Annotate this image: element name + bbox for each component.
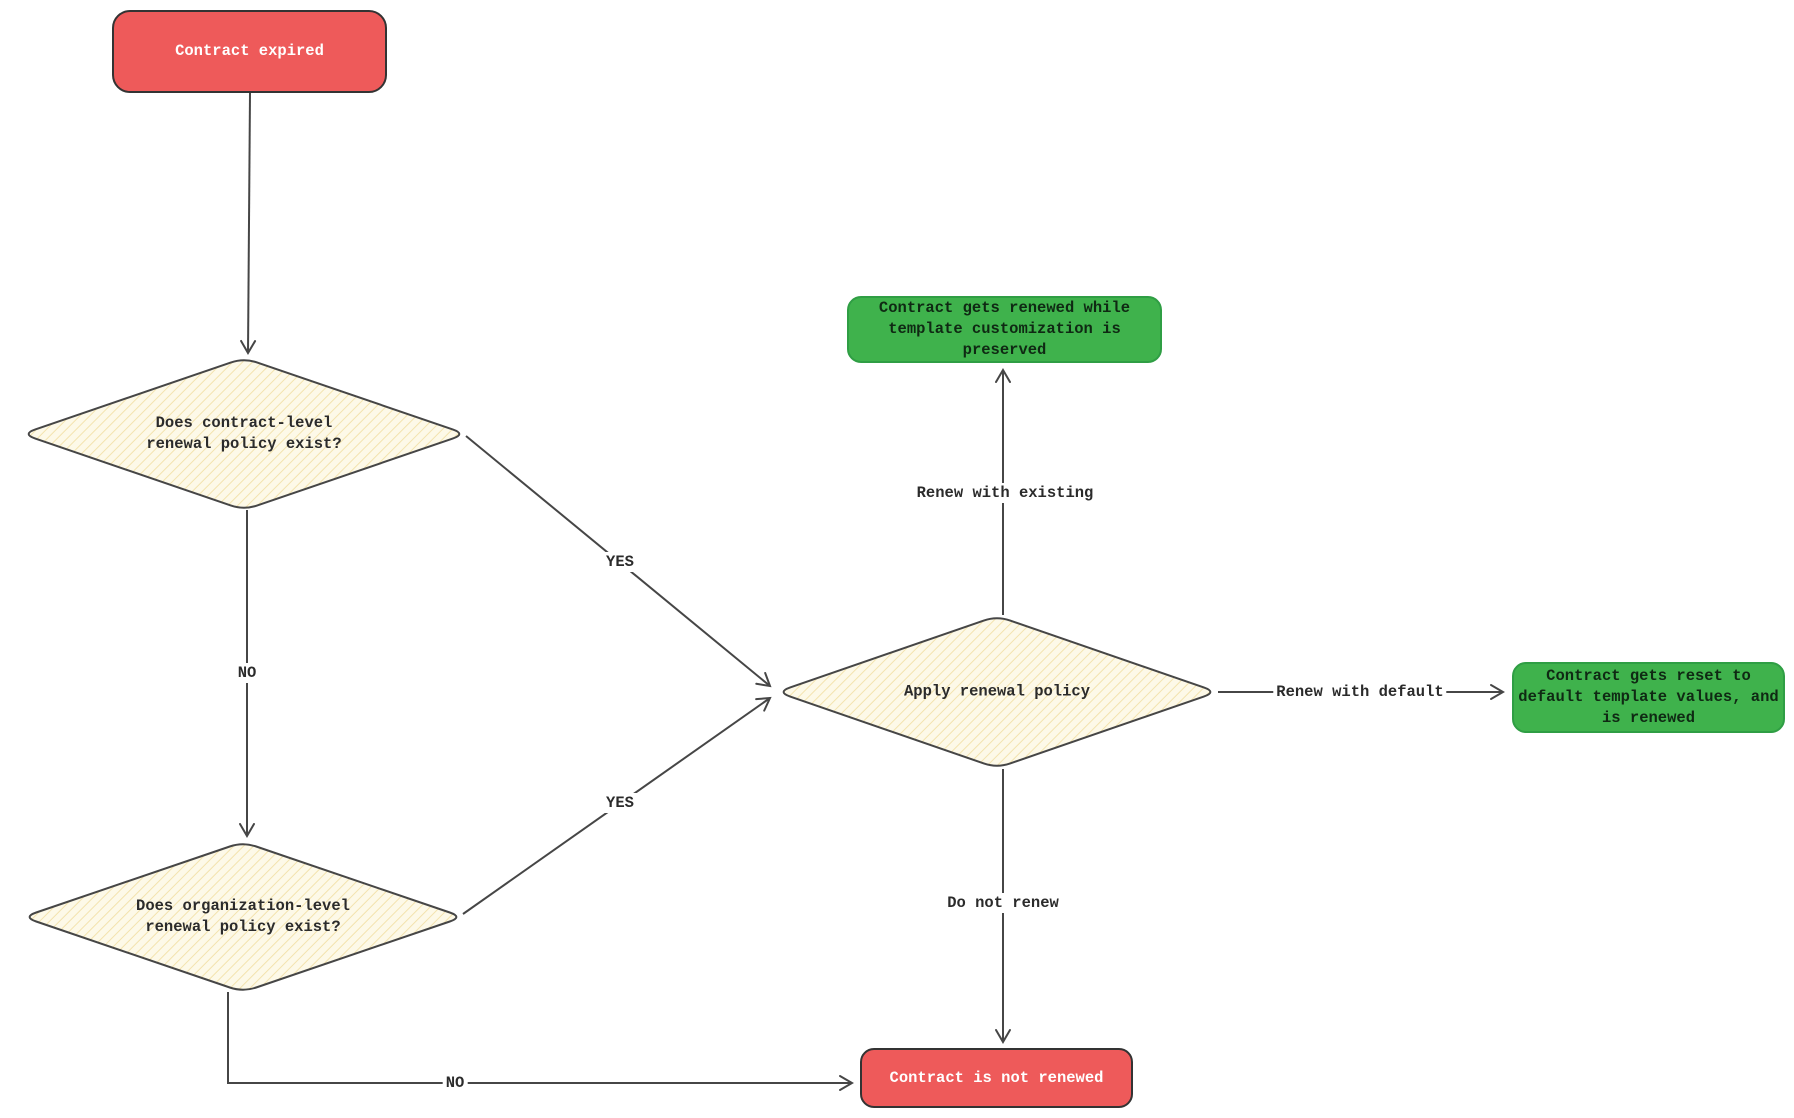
- edge-label-no-contract-policy: NO: [234, 663, 260, 683]
- apply-policy-diamond-shape: [782, 617, 1212, 767]
- edge-label-renew-with-default: Renew with default: [1273, 682, 1447, 702]
- node-renewed-with-customization: Contract gets renewed while template cus…: [847, 296, 1162, 363]
- node-reset-to-default-label: Contract gets reset to default template …: [1518, 667, 1779, 727]
- node-not-renewed: Contract is not renewed: [860, 1048, 1133, 1108]
- edge-label-yes-org-policy: YES: [603, 793, 637, 813]
- node-not-renewed-label: Contract is not renewed: [889, 1068, 1104, 1087]
- org-policy-diamond-shape: [28, 843, 458, 991]
- edge-start-to-contract-policy: [240, 92, 257, 355]
- edge-label-do-not-renew: Do not renew: [944, 893, 1062, 913]
- edge-label-yes-contract-policy: YES: [603, 552, 637, 572]
- node-contract-expired: Contract expired: [112, 10, 387, 93]
- contract-policy-diamond-shape: [27, 359, 461, 509]
- node-renewed-with-customization-label: Contract gets renewed while template cus…: [878, 299, 1131, 359]
- node-apply-policy-label: Apply renewal policy: [903, 682, 1091, 701]
- edge-label-no-org-policy: NO: [442, 1073, 468, 1093]
- node-reset-to-default: Contract gets reset to default template …: [1512, 662, 1785, 733]
- edge-org-policy-no: [227, 992, 854, 1091]
- edge-label-renew-with-existing: Renew with existing: [913, 483, 1097, 503]
- node-org-policy-label: Does organization-level renewal policy e…: [136, 897, 350, 936]
- node-contract-policy-label: Does contract-level renewal policy exist…: [146, 414, 342, 453]
- node-contract-expired-label: Contract expired: [175, 42, 324, 60]
